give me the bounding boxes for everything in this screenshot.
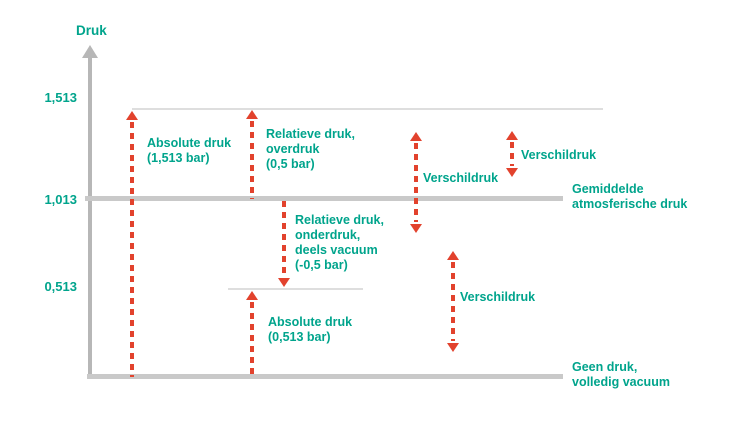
level-line-vacuum bbox=[87, 374, 563, 379]
axis-arrow-up-icon bbox=[82, 45, 98, 58]
arrowhead-up-icon bbox=[245, 291, 258, 300]
label-absolute-druk-high: Absolute druk (1,513 bar) bbox=[147, 136, 232, 165]
dashed-line bbox=[249, 302, 254, 377]
label-gemiddelde-atmosferische-druk: Gemiddelde atmosferische druk bbox=[572, 182, 688, 211]
arrowhead-up-icon bbox=[409, 132, 422, 141]
tick-0513: 0,513 bbox=[44, 279, 77, 294]
label-absolute-druk-low: Absolute druk (0,513 bar) bbox=[268, 315, 353, 344]
y-axis-line bbox=[88, 56, 92, 379]
level-line-0513 bbox=[228, 288, 363, 290]
dashed-line bbox=[129, 122, 134, 377]
tick-1513: 1,513 bbox=[44, 90, 77, 105]
arrowhead-up-icon bbox=[245, 110, 258, 119]
label-verschildruk-bottom: Verschildruk bbox=[460, 290, 536, 304]
label-verschildruk-right: Verschildruk bbox=[521, 148, 597, 162]
dashed-line bbox=[450, 262, 455, 341]
arrowhead-down-icon bbox=[409, 224, 422, 233]
arrowhead-down-icon bbox=[277, 278, 290, 287]
arrow-relatieve-overdruk bbox=[245, 110, 258, 199]
arrowhead-up-icon bbox=[505, 131, 518, 140]
label-relatieve-onderdruk: Relatieve druk, onderdruk, deels vacuum … bbox=[295, 213, 384, 272]
level-line-1013-atmospheric bbox=[85, 196, 563, 201]
arrowhead-up-icon bbox=[446, 251, 459, 260]
dashed-line bbox=[413, 143, 418, 222]
level-line-1513 bbox=[132, 108, 603, 110]
dashed-line bbox=[249, 121, 254, 199]
tick-1013: 1,013 bbox=[44, 192, 77, 207]
dashed-line bbox=[281, 201, 286, 276]
label-geen-druk: Geen druk, volledig vacuum bbox=[572, 360, 670, 389]
arrow-verschildruk-left bbox=[409, 132, 422, 233]
arrowhead-down-icon bbox=[505, 168, 518, 177]
arrow-relatieve-onderdruk bbox=[277, 201, 290, 287]
dashed-line bbox=[509, 142, 514, 166]
arrow-absolute-druk-low bbox=[245, 291, 258, 377]
arrowhead-up-icon bbox=[125, 111, 138, 120]
label-relatieve-overdruk: Relatieve druk, overdruk (0,5 bar) bbox=[266, 127, 355, 171]
arrowhead-down-icon bbox=[446, 343, 459, 352]
axis-label-druk: Druk bbox=[76, 23, 107, 38]
arrow-absolute-druk-high bbox=[125, 111, 138, 377]
label-verschildruk-left: Verschildruk bbox=[423, 171, 499, 185]
arrow-verschildruk-right bbox=[505, 131, 518, 177]
arrow-verschildruk-bottom bbox=[446, 251, 459, 352]
